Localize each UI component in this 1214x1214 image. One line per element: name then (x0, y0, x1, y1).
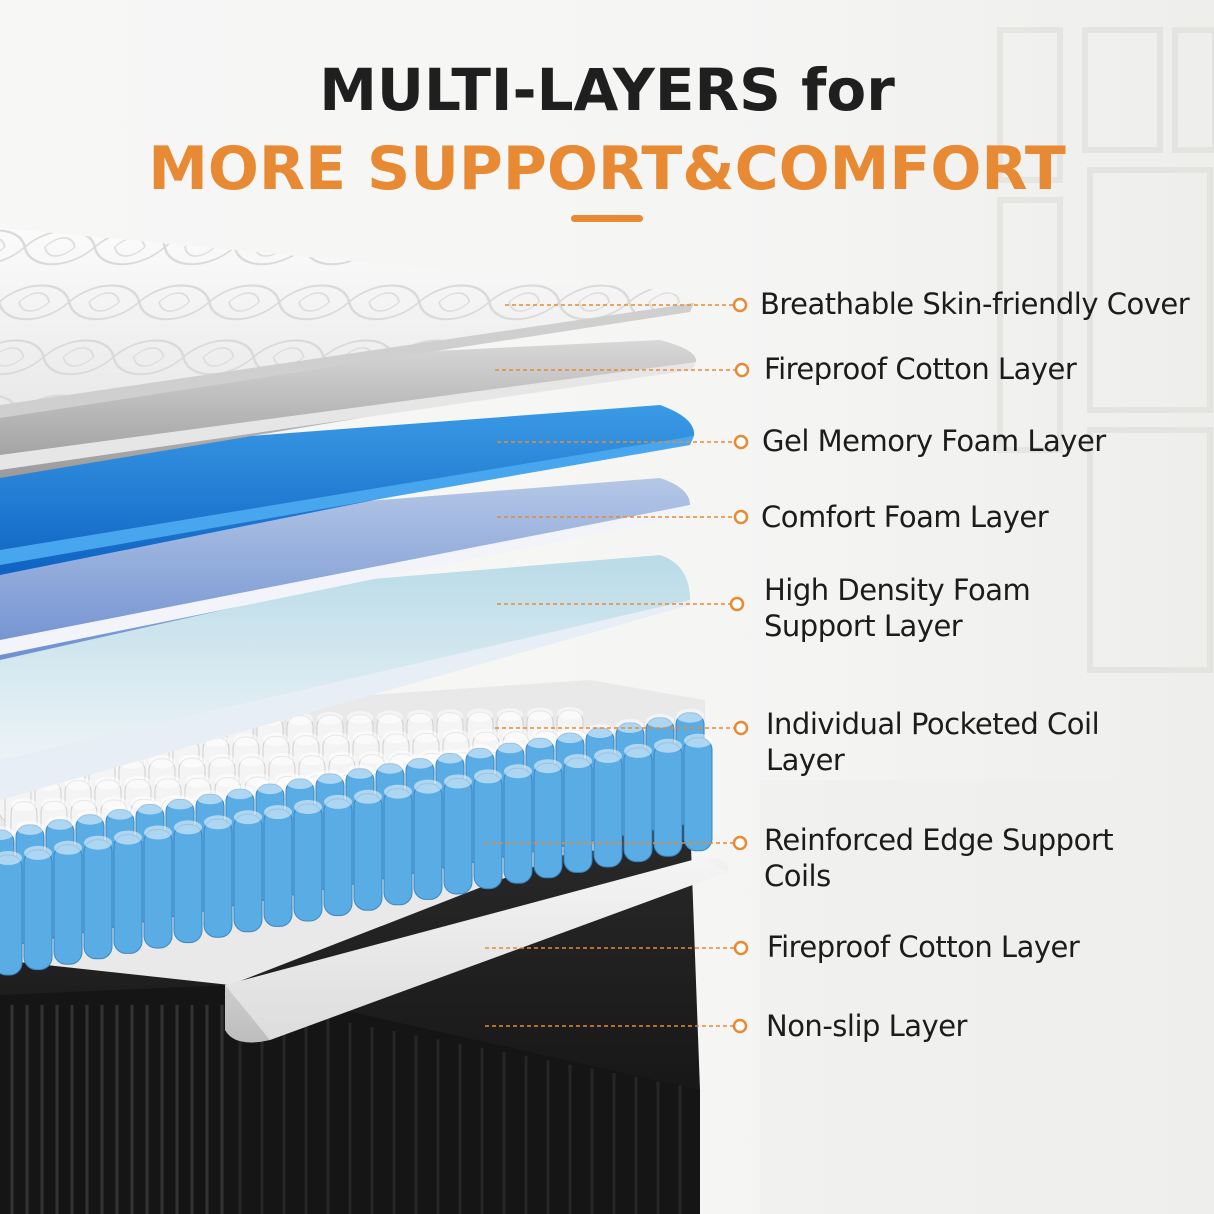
leader-gel-foam (497, 434, 749, 450)
leader-dot-icon (733, 720, 749, 736)
leader-non-slip (485, 1018, 748, 1034)
label-gel-foam: Gel Memory Foam Layer (762, 424, 1106, 458)
window-frame (997, 27, 1214, 673)
leader-pocketed-coil (495, 720, 749, 736)
label-fireproof-top: Fireproof Cotton Layer (764, 352, 1077, 386)
leader-dot-icon (733, 940, 749, 956)
leader-dot-icon (732, 297, 748, 313)
leader-comfort-foam (497, 509, 749, 525)
leader-dot-icon (734, 362, 750, 378)
layer-fireproof-bottom (225, 857, 729, 1043)
leader-high-density-foam (497, 596, 745, 612)
layer-cover (0, 228, 695, 418)
label-edge-coils: Reinforced Edge Support Coils (764, 823, 1114, 893)
leader-edge-coils (485, 835, 748, 851)
label-high-density-foam: High Density Foam Support Layer (764, 573, 1031, 643)
label-pocketed-coil: Individual Pocketed Coil Layer (766, 707, 1100, 777)
title-underline (571, 215, 643, 222)
leader-dot-icon (732, 1018, 748, 1034)
leader-fireproof-bottom (485, 940, 749, 956)
label-fireproof-bottom: Fireproof Cotton Layer (767, 930, 1080, 964)
leader-dot-icon (732, 835, 748, 851)
leader-fireproof-top (495, 362, 750, 378)
leader-cover (505, 297, 748, 313)
label-comfort-foam: Comfort Foam Layer (761, 500, 1049, 534)
leader-lines (485, 297, 750, 1034)
headline-line-1: MULTI-LAYERS for (319, 56, 895, 124)
leader-dot-icon (729, 596, 745, 612)
leader-dot-icon (733, 509, 749, 525)
label-cover: Breathable Skin-friendly Cover (760, 287, 1190, 321)
leader-dot-icon (733, 434, 749, 450)
label-non-slip: Non-slip Layer (766, 1009, 967, 1043)
headline-line-2: MORE SUPPORT&COMFORT (148, 134, 1066, 204)
